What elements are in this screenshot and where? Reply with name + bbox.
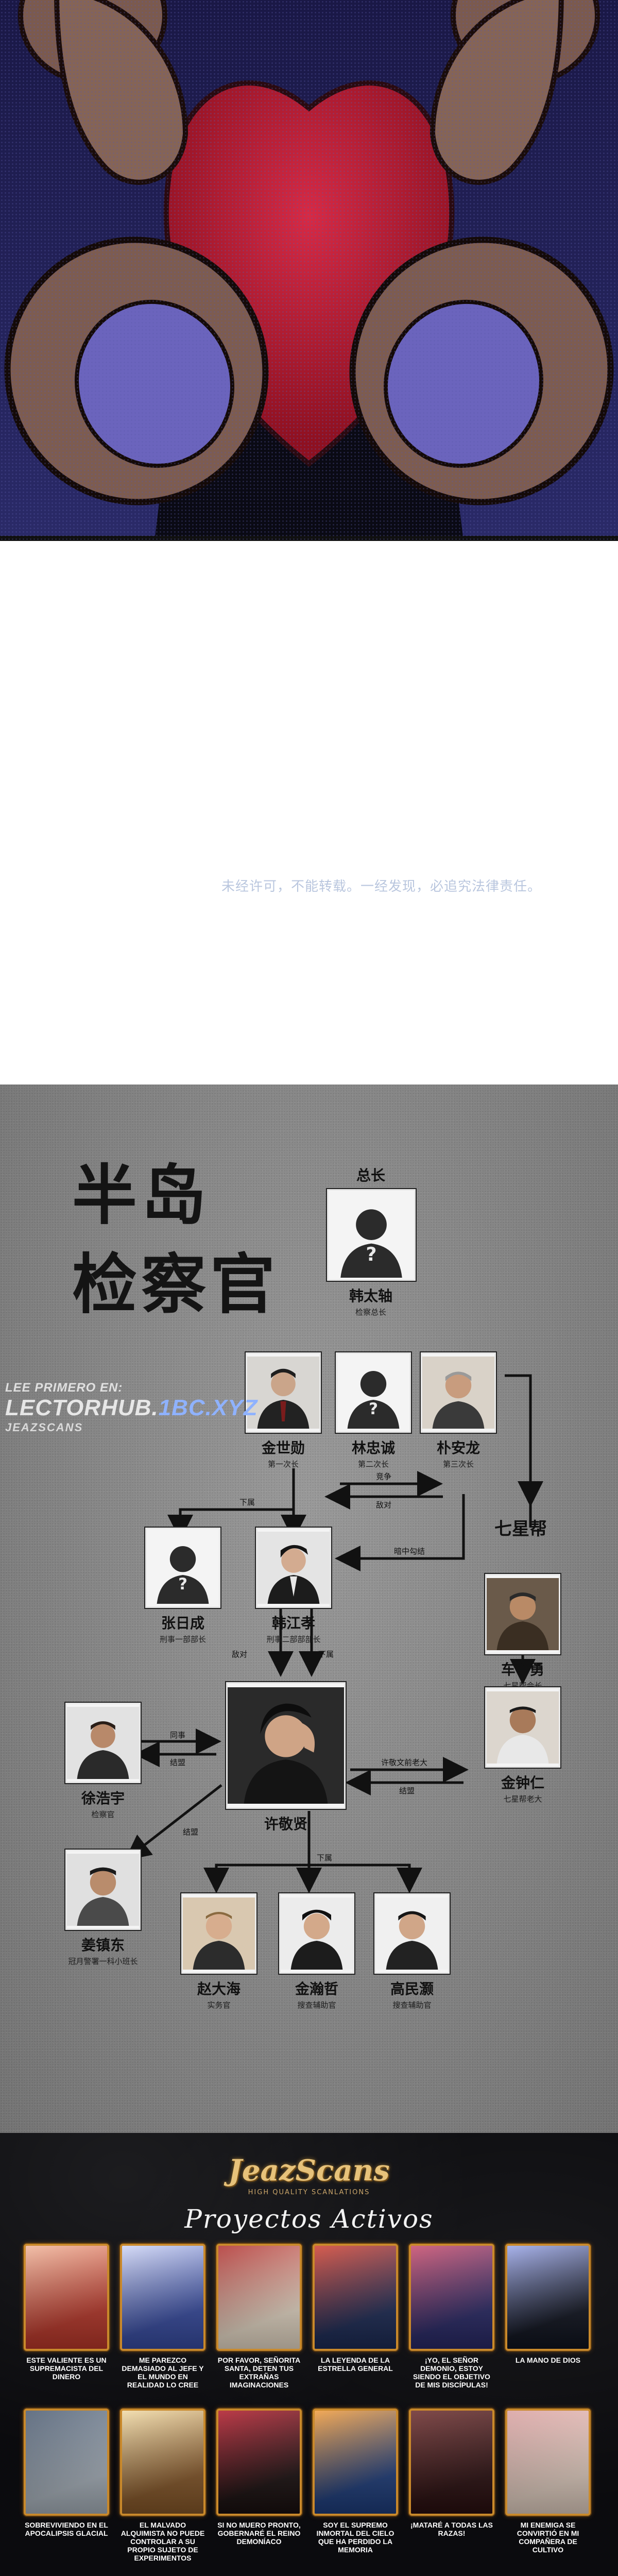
project-card[interactable]: SI NO MUERO PRONTO, GOBERNARÉ EL REINO D… xyxy=(216,2409,302,2546)
portrait-suited-man xyxy=(246,1352,321,1433)
project-card[interactable]: MI ENEMIGA SE CONVIRTIÓ EN MI COMPAÑERA … xyxy=(505,2409,591,2554)
node-han-jiangxiao: 韩江孝 刑事二部部部长 xyxy=(252,1528,335,1645)
relation-label: 下属 xyxy=(239,1498,255,1507)
relation-label: 暗中勾结 xyxy=(394,1547,425,1556)
node-lin-zhongcheng: ? 林忠诚 第二次长 xyxy=(332,1352,415,1469)
silhouette-icon: ? xyxy=(336,1352,411,1433)
relation-label: 竞争 xyxy=(376,1472,392,1481)
node-jin-hanzhe: 金瀚哲 搜查辅助官 xyxy=(276,1893,358,2010)
node-xu-jingxian: 许敬贤 xyxy=(221,1682,350,1834)
project-card[interactable]: EL MALVADO ALQUIMISTA NO PUEDE CONTROLAR… xyxy=(120,2409,205,2562)
project-card[interactable]: POR FAVOR, SEÑORITA SANTA, DETEN TUS EXT… xyxy=(216,2244,302,2389)
node-jin-shixun: 金世勋 第一次长 xyxy=(242,1352,324,1469)
node-jiang-zhendong: 姜镇东 冠月警署一科小班长 xyxy=(62,1850,144,1967)
comic-illustration xyxy=(0,0,618,541)
project-card[interactable]: ME PAREZCO DEMASIADO AL JEFE Y EL MUNDO … xyxy=(120,2244,205,2389)
project-cover[interactable] xyxy=(313,2244,398,2351)
project-title[interactable]: LA MANO DE DIOS xyxy=(515,2356,581,2364)
relation-label: 下属 xyxy=(318,1650,334,1659)
portrait-protagonist xyxy=(226,1682,346,1809)
relation-label: 敌对 xyxy=(232,1650,248,1659)
project-cover[interactable] xyxy=(409,2244,494,2351)
node-gao-minhao: 高民灏 搜查辅助官 xyxy=(371,1893,453,2010)
project-cover[interactable] xyxy=(216,2244,302,2351)
relation-label: 结盟 xyxy=(170,1758,186,1767)
project-cover[interactable] xyxy=(24,2244,109,2351)
portrait-investigator xyxy=(279,1893,354,1974)
project-title[interactable]: SOY EL SUPREMO INMORTAL DEL CIELO QUE HA… xyxy=(316,2521,394,2554)
node-zhang-richeng: ? 张日成 刑事一部部长 xyxy=(142,1528,224,1645)
project-card[interactable]: SOBREVIVIENDO EN EL APOCALIPSIS GLACIAL xyxy=(24,2409,109,2537)
project-title[interactable]: SOBREVIVIENDO EN EL APOCALIPSIS GLACIAL xyxy=(25,2521,108,2538)
relation-label: 结盟 xyxy=(183,1827,199,1837)
silhouette-icon: ? xyxy=(327,1189,416,1281)
project-cover[interactable] xyxy=(120,2409,205,2516)
project-title[interactable]: SI NO MUERO PRONTO, GOBERNARÉ EL REINO D… xyxy=(217,2521,301,2546)
portrait-officer-man xyxy=(181,1893,256,1974)
portrait-prosecutor xyxy=(65,1703,141,1783)
relation-label: 许敬文前老大 xyxy=(381,1758,428,1767)
relation-label: 下属 xyxy=(317,1853,333,1862)
project-cover[interactable] xyxy=(24,2409,109,2516)
node-xu-haoyu: 徐浩宇 检察官 xyxy=(62,1703,144,1820)
relation-label: 同事 xyxy=(170,1731,186,1740)
site-logo[interactable]: JeazScans xyxy=(228,2154,390,2188)
chart-title-line-2: 检察官 xyxy=(72,1246,279,1323)
site-logo-subtitle: HIGH QUALITY SCANLATIONS xyxy=(248,2189,370,2196)
projects-banner: JeazScans HIGH QUALITY SCANLATIONS Proye… xyxy=(0,2133,618,2576)
group-label-qixingbang: 七星帮 xyxy=(494,1519,547,1539)
character-relationship-chart: 半岛 检察官 xyxy=(0,1084,618,2133)
portrait-young-man xyxy=(256,1528,331,1608)
project-card[interactable]: LA MANO DE DIOS xyxy=(505,2244,591,2364)
project-card[interactable]: ESTE VALIENTE ES UN SUPREMACISTA DEL DIN… xyxy=(24,2244,109,2381)
project-title[interactable]: POR FAVOR, SEÑORITA SANTA, DETEN TUS EXT… xyxy=(217,2356,301,2389)
project-title[interactable]: LA LEYENDA DE LA ESTRELLA GENERAL xyxy=(318,2356,393,2373)
copyright-notice: 未经许可，不能转载。一经发现，必追究法律责任。 xyxy=(221,879,542,894)
comic-panel xyxy=(0,0,618,541)
svg-text:?: ? xyxy=(369,1400,378,1418)
project-cover[interactable] xyxy=(505,2409,591,2516)
projects-heading: Proyectos Activos xyxy=(184,2204,434,2234)
project-cover[interactable] xyxy=(313,2409,398,2516)
relation-label: 敌对 xyxy=(376,1500,392,1510)
svg-text:?: ? xyxy=(178,1575,187,1594)
node-han-taizhou: 总长 ? 韩太轴 检察总长 xyxy=(327,1164,416,1317)
project-card[interactable]: ¡MATARÉ A TODAS LAS RAZAS! xyxy=(409,2409,494,2537)
project-title[interactable]: ME PAREZCO DEMASIADO AL JEFE Y EL MUNDO … xyxy=(122,2356,204,2389)
silhouette-icon: ? xyxy=(145,1528,220,1608)
project-card[interactable]: ¡YO, EL SEÑOR DEMONIO, ESTOY SIENDO EL O… xyxy=(409,2244,494,2389)
top-position-label: 总长 xyxy=(356,1167,385,1184)
project-cover[interactable] xyxy=(409,2409,494,2516)
project-title[interactable]: ¡YO, EL SEÑOR DEMONIO, ESTOY SIENDO EL O… xyxy=(413,2356,490,2389)
project-title[interactable]: EL MALVADO ALQUIMISTA NO PUEDE CONTROLAR… xyxy=(121,2521,205,2563)
node-pu-anlong: 朴安龙 第三次长 xyxy=(417,1352,500,1469)
scanlation-watermark: LEE PRIMERO EN: LECTORHUB.1BC.XYZ JEAZSC… xyxy=(5,1381,258,1434)
portrait-police-officer xyxy=(65,1850,141,1930)
project-cover[interactable] xyxy=(505,2244,591,2351)
chart-connectors xyxy=(125,1374,543,1893)
portrait-old-man xyxy=(421,1352,496,1433)
project-title[interactable]: ¡MATARÉ A TODAS LAS RAZAS! xyxy=(410,2521,493,2538)
chart-title-line-1: 半岛 xyxy=(72,1157,210,1233)
portrait-gang-leader xyxy=(485,1687,560,1768)
node-che-zaiyong: 车宰勇 七星帮会长 xyxy=(482,1574,564,1691)
project-title[interactable]: MI ENEMIGA SE CONVIRTIÓ EN MI COMPAÑERA … xyxy=(517,2521,579,2554)
project-cover[interactable] xyxy=(216,2409,302,2516)
project-cover[interactable] xyxy=(120,2244,205,2351)
relation-label: 结盟 xyxy=(399,1786,415,1795)
svg-text:?: ? xyxy=(366,1243,376,1265)
project-title[interactable]: ESTE VALIENTE ES UN SUPREMACISTA DEL DIN… xyxy=(26,2356,107,2381)
node-jin-zhongren: 金钟仁 七星帮老大 xyxy=(482,1687,564,1804)
project-card[interactable]: LA LEYENDA DE LA ESTRELLA GENERAL xyxy=(313,2244,398,2372)
portrait-gang-boss xyxy=(485,1574,560,1654)
node-zhao-dahai: 赵大海 实务官 xyxy=(178,1893,260,2010)
project-card[interactable]: SOY EL SUPREMO INMORTAL DEL CIELO QUE HA… xyxy=(313,2409,398,2554)
portrait-investigator-2 xyxy=(374,1893,450,1974)
relation-label: 下属 xyxy=(528,1662,544,1671)
